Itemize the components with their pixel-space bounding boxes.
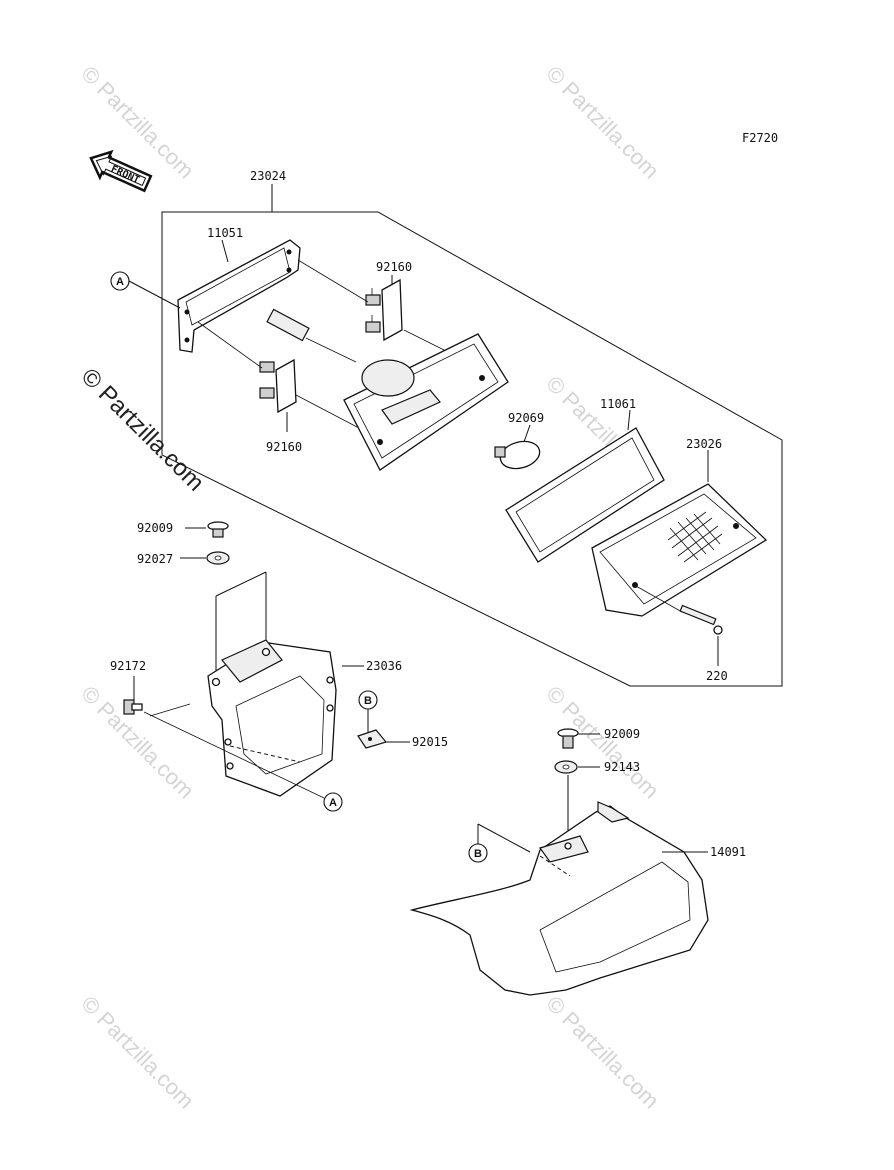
part-label-92160-top: 92160 [376, 260, 412, 274]
part-label-92015: 92015 [412, 735, 448, 749]
part-label-11061: 11061 [600, 397, 636, 411]
ref-marker-a [323, 792, 343, 812]
part-label-23036: 23036 [366, 659, 402, 673]
bulb-holder [266, 308, 357, 363]
part-label-23024: 23024 [250, 169, 286, 183]
screw-92009-left [207, 521, 229, 538]
ref-marker-b-label: B [474, 848, 482, 860]
part-label-23026: 23026 [686, 437, 722, 451]
ref-marker-b [468, 843, 488, 863]
screw-220 [635, 585, 723, 635]
lamp-housing-23024 [343, 333, 509, 471]
part-label-92143: 92143 [604, 760, 640, 774]
washer-92143 [554, 760, 578, 774]
front-arrow-icon: FRONT [89, 149, 153, 193]
part-label-92069: 92069 [508, 411, 544, 425]
part-label-92009-right: 92009 [604, 727, 640, 741]
bracket-23036 [207, 639, 337, 797]
ref-marker-b-label: B [364, 695, 372, 707]
part-label-14091: 14091 [710, 845, 746, 859]
socket-92160-bottom [259, 358, 297, 414]
screw-92009-right [557, 728, 579, 749]
part-label-92027: 92027 [137, 552, 173, 566]
watermark: © Partzilla.com [541, 681, 664, 804]
socket-92160-top [365, 278, 403, 342]
part-label-92160-bottom: 92160 [266, 440, 302, 454]
part-label-11051: 11051 [207, 226, 243, 240]
mounting-plate-11051 [177, 239, 301, 353]
part-label-92172: 92172 [110, 659, 146, 673]
ref-marker-a-label: A [329, 797, 337, 809]
cover-14091 [409, 801, 709, 996]
clip-92015 [357, 729, 388, 749]
lens-23026 [591, 483, 768, 617]
bulb-92069 [494, 440, 541, 470]
ref-marker-a-label: A [116, 276, 124, 288]
diagram-code: F2720 [742, 131, 778, 145]
bolt-92172 [123, 699, 143, 715]
watermark: © Partzilla.com [541, 61, 664, 184]
watermark: © Partzilla.com [76, 991, 199, 1114]
watermark: © Partzilla.com [541, 991, 664, 1114]
part-label-92009-left: 92009 [137, 521, 173, 535]
part-label-220: 220 [706, 669, 728, 683]
washer-92027 [206, 551, 230, 565]
assembly-outline-23024 [161, 211, 783, 687]
watermark: © Partzilla.com [76, 681, 199, 804]
watermark-main: © Partzilla.com [76, 363, 209, 496]
gasket-11061 [505, 427, 665, 563]
